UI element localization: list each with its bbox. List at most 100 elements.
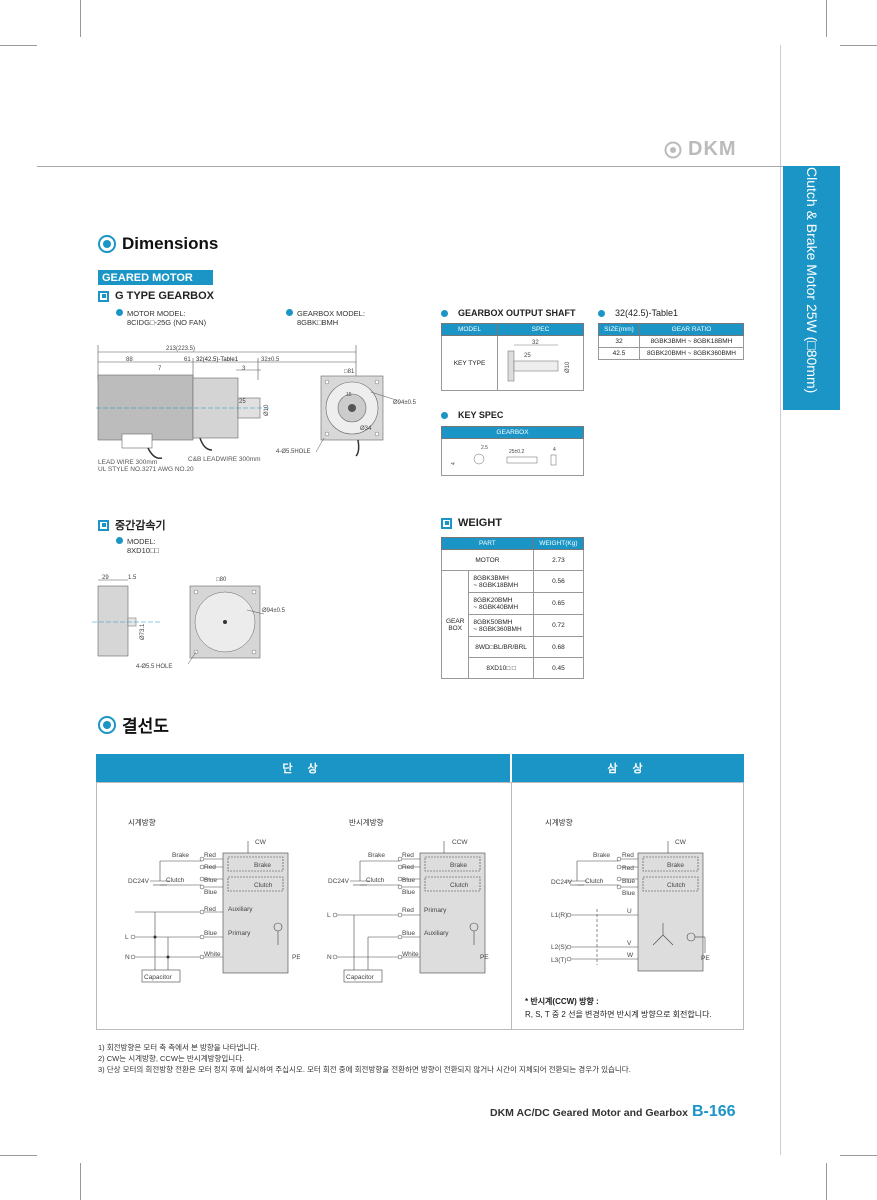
table1: SIZE(mm) GEAR RATIO 32 8GBK3BMH ~ 8GBK18… bbox=[598, 323, 745, 360]
white-label: White bbox=[402, 951, 419, 958]
col-part: PART bbox=[441, 537, 534, 550]
footnote-3: 3) 단상 모터의 회전방향 전환은 모터 정지 후에 실시하여 주십시오. 모… bbox=[98, 1065, 631, 1074]
l-label: L bbox=[125, 934, 129, 941]
reducer-dim-hole: 4-Ø5.5 HOLE bbox=[136, 664, 172, 670]
motor-model-label: MOTOR MODEL: bbox=[127, 309, 186, 318]
dim-15: 15 bbox=[346, 392, 352, 398]
table-cell: 0.72 bbox=[532, 614, 585, 637]
clutch-label: Clutch bbox=[585, 878, 604, 885]
reducer-dim-73: Ø73.1 bbox=[140, 623, 146, 640]
dim-88: 88 bbox=[126, 357, 133, 363]
key-spec-heading: KEY SPEC bbox=[441, 410, 503, 420]
table-row: 8GBK50BMH ~ 8GBK360BMH 0.72 bbox=[442, 614, 585, 637]
table-row: 8XD10□ □ 0.45 bbox=[442, 657, 585, 679]
blue-label: Blue bbox=[402, 877, 415, 884]
footer-text: DKM AC/DC Geared Motor and Gearbox bbox=[490, 1107, 688, 1119]
output-shaft-table: MODEL SPEC KEY TYPE 32 25 Ø10 bbox=[441, 323, 584, 391]
diagram-3-direction: 시계방향 bbox=[545, 818, 573, 827]
blue-label: Blue bbox=[622, 890, 635, 897]
reducer-model-block: MODEL: 8XD10□□ bbox=[116, 537, 159, 555]
table-cell: 0.56 bbox=[532, 570, 585, 593]
reducer-model-label: MODEL: bbox=[127, 537, 156, 546]
shaft-dim-10: Ø10 bbox=[565, 361, 571, 373]
motor-model-block: MOTOR MODEL: 8CIDG□-25G (NO FAN) bbox=[116, 309, 206, 327]
g-type-title: G TYPE GEARBOX bbox=[115, 290, 215, 302]
table-row: 32 8GBK3BMH ~ 8GBK18BMH bbox=[598, 335, 745, 348]
square-target-icon bbox=[98, 519, 109, 531]
cb-lead-wire: C&B LEADWIRE 300mm bbox=[188, 456, 261, 463]
weight-table: PART WEIGHT(Kg) MOTOR 2.73 GEAR BOX 8GBK… bbox=[440, 537, 585, 679]
brake-label: Brake bbox=[368, 852, 385, 859]
capacitor-label: Capacitor bbox=[346, 974, 375, 981]
dim-table-ref: 32(42.5)-Table1 bbox=[196, 357, 239, 363]
ccw-note: * 반시계(CCW) 방향 : R, S, T 중 2 선을 변경하면 반시계 … bbox=[525, 996, 712, 1020]
table1-heading: 32(42.5)-Table1 bbox=[598, 308, 678, 318]
brand-logo: DKM bbox=[662, 138, 737, 161]
reducer-dim-29: 29 bbox=[102, 575, 109, 581]
square-target-icon bbox=[441, 517, 452, 529]
side-tab bbox=[783, 166, 840, 410]
l2-label: L2(S) bbox=[551, 944, 567, 951]
crop-mark bbox=[826, 0, 827, 37]
red-label: Red bbox=[402, 907, 414, 914]
key-spec-title: KEY SPEC bbox=[458, 410, 504, 420]
table1-title: 32(42.5)-Table1 bbox=[615, 308, 679, 318]
rot-label: CW bbox=[255, 839, 267, 846]
dim-hole: 4-Ø5.5HOLE bbox=[276, 449, 311, 455]
page-footer: DKM AC/DC Geared Motor and Gearbox B-166 bbox=[490, 1103, 736, 1121]
dc24v-label: DC24V bbox=[128, 878, 150, 885]
n-label: N bbox=[125, 954, 130, 961]
weight-title: WEIGHT bbox=[458, 517, 502, 529]
col-size: SIZE(mm) bbox=[598, 323, 640, 336]
lead-wire-2: UL STYLE NO.3271 AWG NO.20 bbox=[98, 466, 194, 473]
dimensions-title: Dimensions bbox=[122, 234, 219, 253]
table-cell: 0.68 bbox=[532, 636, 585, 658]
table-cell: 8GBK50BMH ~ 8GBK360BMH bbox=[468, 614, 534, 637]
clutch-label: Clutch bbox=[366, 877, 385, 884]
red-label: Red bbox=[622, 865, 634, 872]
red-label: Red bbox=[204, 906, 216, 913]
table-cell: 0.65 bbox=[532, 592, 585, 615]
footnotes: 1) 회전방향은 모터 축 측에서 본 방향을 나타냅니다. 2) CW는 시계… bbox=[98, 1042, 631, 1075]
crop-mark bbox=[840, 45, 877, 46]
lead-wire-1: LEAD WIRE 300mm bbox=[98, 459, 158, 466]
dimensions-heading: Dimensions bbox=[98, 234, 218, 254]
shaft-dim-25: 25 bbox=[524, 353, 531, 359]
clutch-coil-label: Clutch bbox=[667, 882, 686, 889]
blue-label: Blue bbox=[204, 877, 217, 884]
reducer-dim-sq80: □80 bbox=[216, 577, 227, 583]
dim-7: 7 bbox=[158, 366, 162, 372]
dim-pcd: Ø94±0.5 bbox=[393, 400, 417, 406]
single-phase-ccw-diagram: CCW Brake Red Red Brake DC24V Clutch Blu… bbox=[327, 839, 489, 983]
table-cell: 8GBK20BMH ~ 8GBK40BMH bbox=[468, 592, 534, 615]
blue-label: Blue bbox=[402, 930, 415, 937]
wiring-box bbox=[96, 782, 744, 1030]
three-phase-bar: 삼 상 bbox=[512, 754, 744, 782]
crop-mark bbox=[80, 0, 81, 37]
bullet-icon bbox=[116, 537, 123, 544]
shaft-dim-32: 32 bbox=[532, 340, 539, 346]
red-label: Red bbox=[204, 864, 216, 871]
dc24v-label: DC24V bbox=[551, 879, 573, 886]
gearbox-model-block: GEARBOX MODEL: 8GBK□BMH bbox=[286, 309, 365, 327]
key-dim-b: 25±0.2 bbox=[509, 449, 524, 455]
key-dim-a: 2.5 bbox=[481, 445, 488, 451]
table-cell: 8WD□BL/BR/BRL bbox=[468, 636, 534, 658]
page-number: B-166 bbox=[691, 1103, 736, 1120]
wiring-divider bbox=[511, 782, 512, 1030]
l-label: L bbox=[327, 912, 331, 919]
motor-model-value: 8CIDG□-25G (NO FAN) bbox=[127, 318, 207, 327]
key-spec-drawing: 2.5 25±0.2 4 4 bbox=[451, 445, 556, 466]
pe-label: PE bbox=[480, 954, 489, 961]
n-label: N bbox=[327, 954, 332, 961]
motor-label-cell: MOTOR bbox=[441, 549, 534, 571]
diagram-1-direction: 시계방향 bbox=[128, 818, 156, 827]
crop-mark bbox=[826, 1163, 827, 1200]
rot-label: CCW bbox=[452, 839, 468, 846]
table-cell: 42.5 bbox=[598, 347, 640, 360]
key-dim-c: 4 bbox=[553, 447, 556, 453]
primary-label: Primary bbox=[424, 907, 447, 914]
g-type-heading: G TYPE GEARBOX bbox=[98, 290, 214, 302]
clutch-coil-label: Clutch bbox=[254, 882, 273, 889]
red-label: Red bbox=[402, 864, 414, 871]
